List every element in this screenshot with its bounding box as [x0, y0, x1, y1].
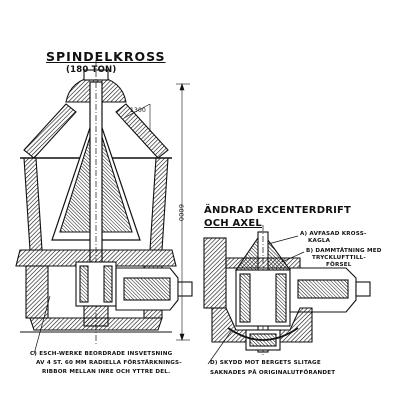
bottom-shell-left	[25, 265, 49, 319]
top-shell-left	[23, 157, 43, 251]
dimension-width-label: 1300	[130, 107, 147, 114]
pinion-shaft	[123, 277, 171, 301]
dimension-lines	[123, 83, 190, 341]
eccentric-drive-detail	[203, 225, 371, 355]
detail-housing-left	[203, 237, 227, 309]
leader-lines	[33, 235, 305, 365]
spider-arm-right	[115, 103, 169, 159]
annotation-b-line1: b) DAMMTÄTNING MED	[306, 248, 382, 254]
flange-ring	[15, 249, 177, 267]
annotation-d-line1: d) SKYDD MOT BERGETS SLITAGE	[210, 360, 321, 366]
spider-arm-left	[23, 103, 77, 159]
annotation-a-line1: a) AVFASAD KROSS-	[300, 231, 367, 237]
annotation-a-line2: KAGLA	[308, 238, 331, 244]
detail-flange	[225, 257, 301, 269]
annotation-c-line1: c) ESCH-WERKE BEORDRADE INSVETSNING	[30, 351, 173, 357]
drawing-title: SPINDELKROSS	[46, 49, 166, 64]
detail-title-line2: OCH AXEL	[204, 218, 262, 229]
top-shell-right	[149, 157, 169, 251]
base-plate	[29, 317, 163, 331]
annotation-b-line3: FÖRSEL	[326, 262, 352, 268]
detail-pinion-shaft	[297, 279, 349, 299]
annotation-c-line2: AV 4 ST. 60 MM RADIELLA FÖRSTÄRKNINGS-	[36, 360, 182, 366]
drawing-subtitle: (180 TON)	[66, 65, 117, 75]
annotation-d-line2: SAKNADES PÅ ORIGINALUTFÖRANDET	[210, 370, 336, 376]
annotation-c-line3: RIBBOR MELLAN INRE OCH YTTRE DEL.	[42, 369, 171, 375]
annotation-b-line2: TRYCKLUFTTILL-	[312, 255, 366, 261]
spider-crusher-section	[15, 60, 193, 345]
dimension-height-label: 6000	[177, 204, 185, 222]
detail-title-line1: ÄNDRAD EXCENTERDRIFT	[204, 205, 352, 216]
